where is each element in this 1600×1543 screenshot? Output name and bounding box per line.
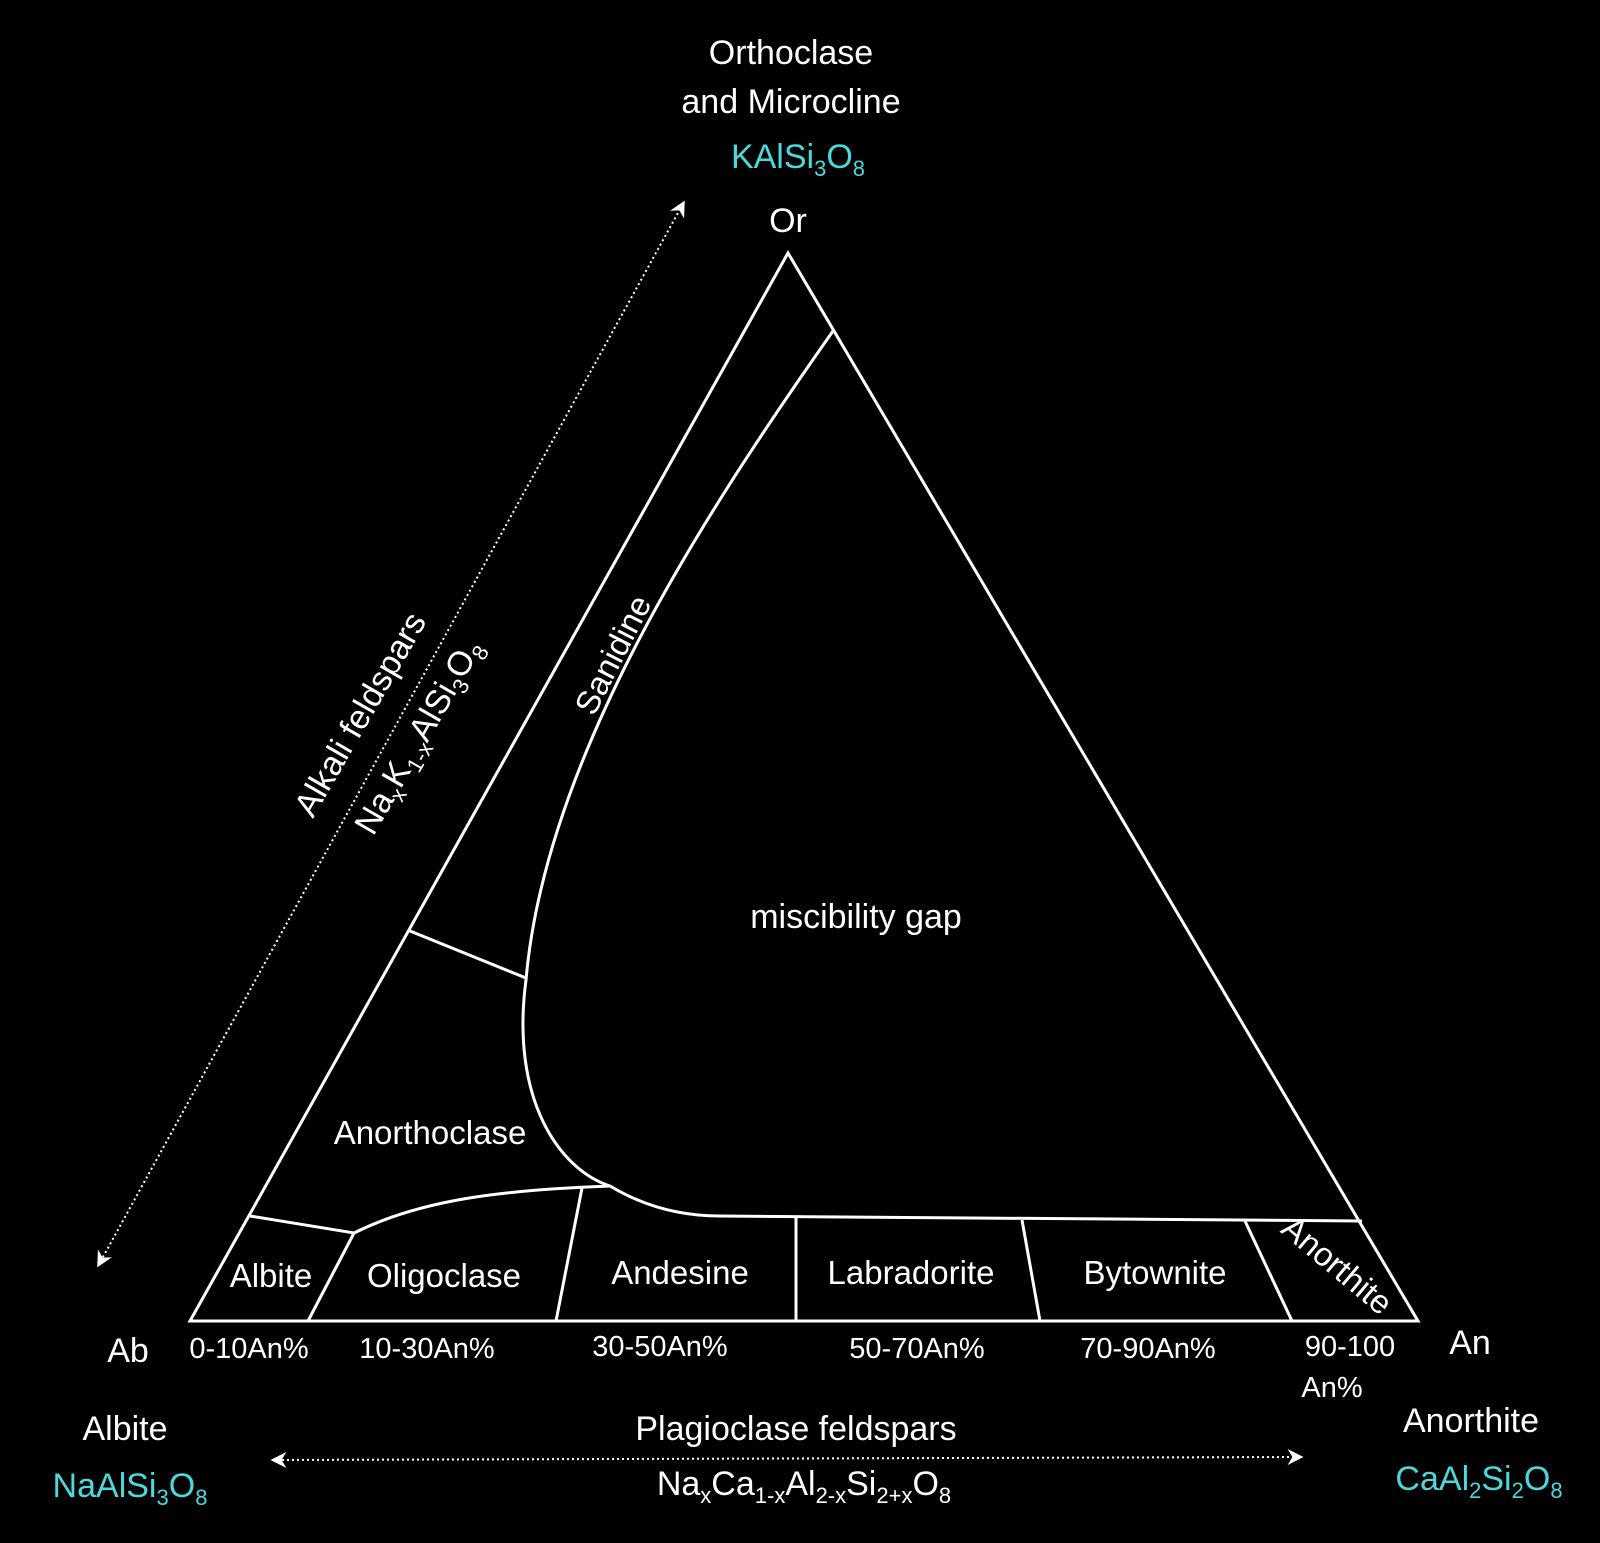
anorthoclase-label: Anorthoclase <box>334 1114 527 1151</box>
albite-oligoclase-divider <box>306 1232 356 1322</box>
miscibility-gap-label: miscibility gap <box>750 898 962 936</box>
anorthite-field-label: Anorthite <box>1275 1209 1400 1322</box>
bytownite-anorthite-divider <box>1243 1220 1294 1322</box>
orthoclase-name-line2: and Microcline <box>681 83 900 121</box>
anorthoclase-plagioclase-boundary <box>249 1184 611 1235</box>
alkali-feldspar-arrow <box>97 200 685 1268</box>
orthoclase-name-line1: Orthoclase <box>709 34 873 72</box>
sanidine-anorthoclase-boundary <box>409 929 527 980</box>
range-label-0-10: 0-10An% <box>189 1333 308 1365</box>
ternary-triangle-outline <box>187 249 1421 1323</box>
plagioclase-feldspars-title: Plagioclase feldspars <box>635 1410 956 1448</box>
plagioclase-feldspars-formula: NaxCa1-xAl2-xSi2+xO8 <box>657 1465 951 1508</box>
albite-name: Albite <box>82 1410 167 1448</box>
miscibility-gap-boundary <box>521 330 1363 1223</box>
albite-formula: NaAlSi3O8 <box>53 1467 208 1510</box>
sanidine-label: Sanidine <box>567 589 658 720</box>
range-label-10-30: 10-30An% <box>359 1333 494 1365</box>
anorthite-formula: CaAl2Si2O8 <box>1395 1460 1562 1503</box>
plagioclase-feldspar-arrow <box>270 1449 1304 1468</box>
range-label-90-100-line1: 90-100 <box>1305 1331 1395 1363</box>
range-label-90-100-line2: An% <box>1301 1372 1362 1404</box>
labradorite-label: Labradorite <box>828 1254 995 1291</box>
andesine-label: Andesine <box>611 1254 749 1291</box>
range-label-50-70: 50-70An% <box>849 1333 984 1365</box>
oligoclase-andesine-divider <box>554 1187 584 1322</box>
range-label-70-90: 70-90An% <box>1080 1333 1215 1365</box>
anorthite-name: Anorthite <box>1403 1402 1539 1440</box>
labradorite-bytownite-divider <box>1020 1219 1042 1322</box>
orthoclase-formula: KAlSi3O8 <box>731 138 865 181</box>
oligoclase-label: Oligoclase <box>367 1257 521 1294</box>
range-label-30-50: 30-50An% <box>592 1331 727 1363</box>
ab-vertex-label: Ab <box>107 1332 149 1370</box>
albite-field-label: Albite <box>230 1257 313 1294</box>
an-vertex-label: An <box>1449 1324 1491 1362</box>
bytownite-label: Bytownite <box>1083 1254 1226 1291</box>
or-vertex-label: Or <box>769 202 807 240</box>
